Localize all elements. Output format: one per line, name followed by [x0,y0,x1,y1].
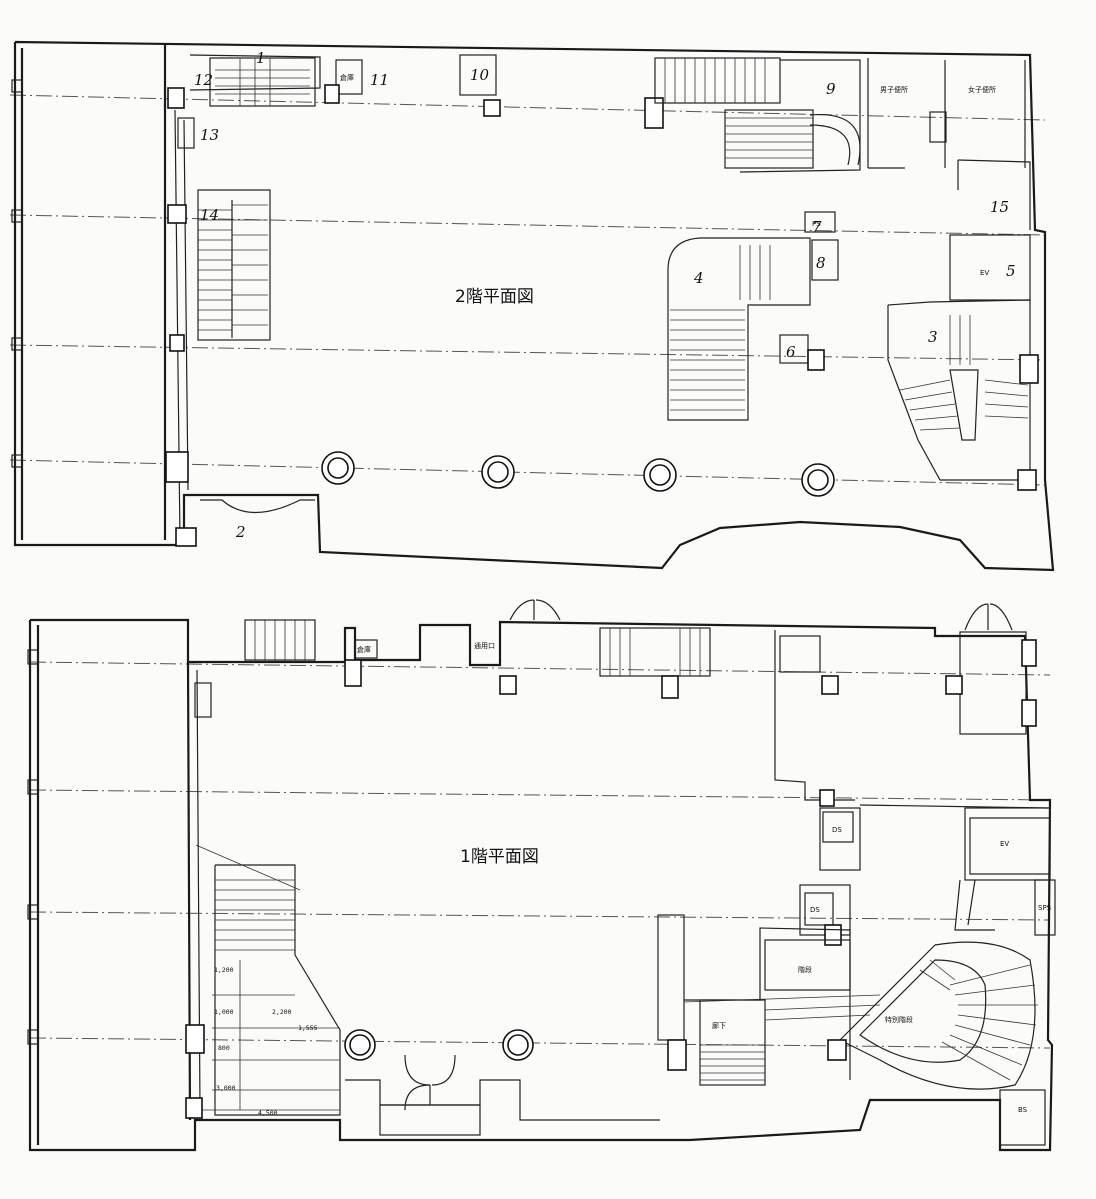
floor2-stair-9 [654,57,861,173]
floor2-axis-lines [9,94,1046,486]
floor1-dim-800: 800 [218,1044,230,1052]
floor2-number-15: 15 [990,198,1009,216]
floor2-title: 2階平面図 [455,287,534,307]
floor1-dim-1555: 1,555 [298,1024,318,1032]
floor2-room-storage: 倉庫 [340,73,354,82]
floor2-entrance-2 [175,499,315,547]
floor1-dim-4500: 4,500 [258,1109,278,1117]
floor1-room-storage: 倉庫 [357,645,371,654]
floor2-number-8: 8 [816,254,826,272]
floor2-number-1: 1 [256,49,266,67]
floor1-room-service-entrance: 通用口 [474,641,495,650]
floor1-room-corridor: 廊下 [712,1021,726,1030]
floor2-number-10: 10 [470,66,490,84]
floor1-outer-walls [27,618,1054,1152]
floor2-stair-14 [167,189,271,352]
floor2-stair-4 [667,211,839,421]
floor1-labels: 1階平面図 倉庫 通用口 DS DS EV SPS 階段 特別階段 廊下 BS … [214,641,1052,1117]
floor2-stair-3 [887,234,1039,491]
floor2-number-6: 6 [786,343,796,361]
floor1-dim-2200: 2,200 [272,1008,292,1016]
floor1-dim-1000: 1,000 [214,1008,234,1016]
floor1-room-ds1: DS [832,826,842,834]
floor2-wc-area [867,58,1031,230]
floor2-number-14: 14 [200,206,219,224]
floor2-number-4: 4 [693,269,704,287]
floor1-title: 1階平面図 [460,847,539,867]
floor1-spiral-stair [827,941,1046,1146]
floor1-room-ev: EV [1000,840,1009,848]
floor2-room-ev: EV [980,269,989,277]
floor2-room-ps: PS [812,220,821,228]
floor1-top-stair [244,599,711,699]
floor2-number-2: 2 [235,523,246,541]
floor1-round-columns [344,1029,660,1136]
floor2-number-13: 13 [200,126,219,144]
floor1-axis-lines [29,661,1051,1049]
floor2-number-11: 11 [370,71,389,89]
floor2-round-columns [165,451,835,497]
floor2-number-3: 3 [928,328,938,346]
floor1-room-sps: SPS [1038,904,1052,912]
floor1-plan [27,599,1056,1152]
floor1-ev-sps [954,807,1056,936]
floor2-number-9: 9 [826,80,836,98]
floor1-ds-shafts [799,789,1051,946]
floor1-room-stairs: 階段 [798,965,812,974]
floor1-room-staircase-hall: 特別階段 [885,1015,913,1024]
floor1-room-ds2: DS [810,906,820,914]
floor2-plan [9,40,1055,572]
floor1-dim-3000: 3,000 [216,1084,236,1092]
floor1-dim-1200: 1,200 [214,966,234,974]
floor2-room-men-wc: 男子便所 [880,85,908,94]
floor2-service-band [167,54,1031,230]
floor2-number-5: 5 [1006,262,1016,280]
floor1-room-bs: BS [1018,1106,1028,1114]
floor2-number-12: 12 [194,71,213,89]
floor1-right-rooms [774,603,1037,801]
floor1-corridor [657,914,881,1086]
floor2-number-7: 7 [812,218,822,236]
floor2-room-women-wc: 女子便所 [968,85,996,94]
floor2-labels: 2階平面図 男子便所 女子便所 倉庫 EV PS 1 2 3 4 5 6 7 8… [194,49,1016,541]
floor2-stair-1 [209,57,316,107]
floor1-left-stair [185,844,341,1119]
